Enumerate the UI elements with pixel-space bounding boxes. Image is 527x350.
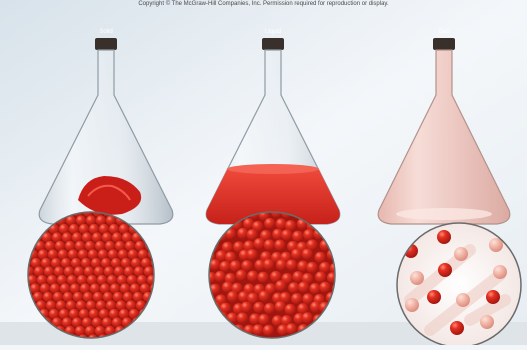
- flask-label-gas: Gas: [404, 29, 484, 35]
- particle: [237, 228, 248, 239]
- particle: [319, 262, 330, 273]
- particle: [246, 249, 257, 260]
- particle: [315, 252, 326, 263]
- particle: [253, 302, 264, 313]
- particle: [438, 263, 452, 277]
- particle: [276, 218, 287, 229]
- particle: [237, 312, 248, 323]
- particle: [230, 260, 241, 271]
- particle: [222, 282, 233, 293]
- particle: [286, 259, 297, 270]
- particle: [236, 270, 247, 281]
- particle: [264, 218, 275, 229]
- particle: [259, 290, 270, 301]
- particle: [493, 265, 507, 279]
- particle: [303, 229, 314, 240]
- particle: [253, 324, 264, 335]
- particle: [486, 290, 500, 304]
- flask-label-solid: Solid: [66, 29, 146, 35]
- particle: [306, 262, 317, 273]
- particle: [319, 282, 330, 293]
- particle: [247, 229, 258, 240]
- particle: [227, 291, 238, 302]
- particle: [293, 271, 304, 282]
- particle: [285, 304, 296, 315]
- particle: [456, 293, 470, 307]
- particle: [450, 321, 464, 335]
- particle: [292, 231, 303, 242]
- particle: [274, 239, 285, 250]
- particle: [281, 229, 292, 240]
- particle: [454, 247, 468, 261]
- particle: [302, 312, 313, 323]
- particle: [298, 281, 309, 292]
- particle: [264, 239, 275, 250]
- copyright-caption: Copyright © The McGraw-Hill Companies, I…: [0, 1, 527, 7]
- particle: [288, 282, 299, 293]
- particle: [241, 302, 252, 313]
- particle: [247, 271, 258, 282]
- flask-stopper: [262, 38, 284, 50]
- particle: [258, 272, 269, 283]
- particle: [264, 303, 275, 314]
- particle: [276, 259, 287, 270]
- particle: [437, 230, 451, 244]
- particle: [263, 325, 274, 336]
- particle: [427, 290, 441, 304]
- flask-label-liquid: Liquid: [233, 29, 313, 35]
- particle: [258, 314, 269, 325]
- particle: [410, 271, 424, 285]
- particle: [275, 280, 286, 291]
- particle: [302, 248, 313, 259]
- particle: [480, 315, 494, 329]
- particle: [254, 238, 265, 249]
- particle: [291, 249, 302, 260]
- particle: [309, 283, 320, 294]
- flask-stopper: [433, 38, 455, 50]
- particle: [263, 259, 274, 270]
- particle: [405, 298, 419, 312]
- particle: [315, 271, 326, 282]
- particle: [241, 260, 252, 271]
- flask-stopper: [95, 38, 117, 50]
- particle: [214, 271, 225, 282]
- particle: [220, 261, 231, 272]
- particle: [247, 293, 258, 304]
- particle: [275, 301, 286, 312]
- particle: [291, 293, 302, 304]
